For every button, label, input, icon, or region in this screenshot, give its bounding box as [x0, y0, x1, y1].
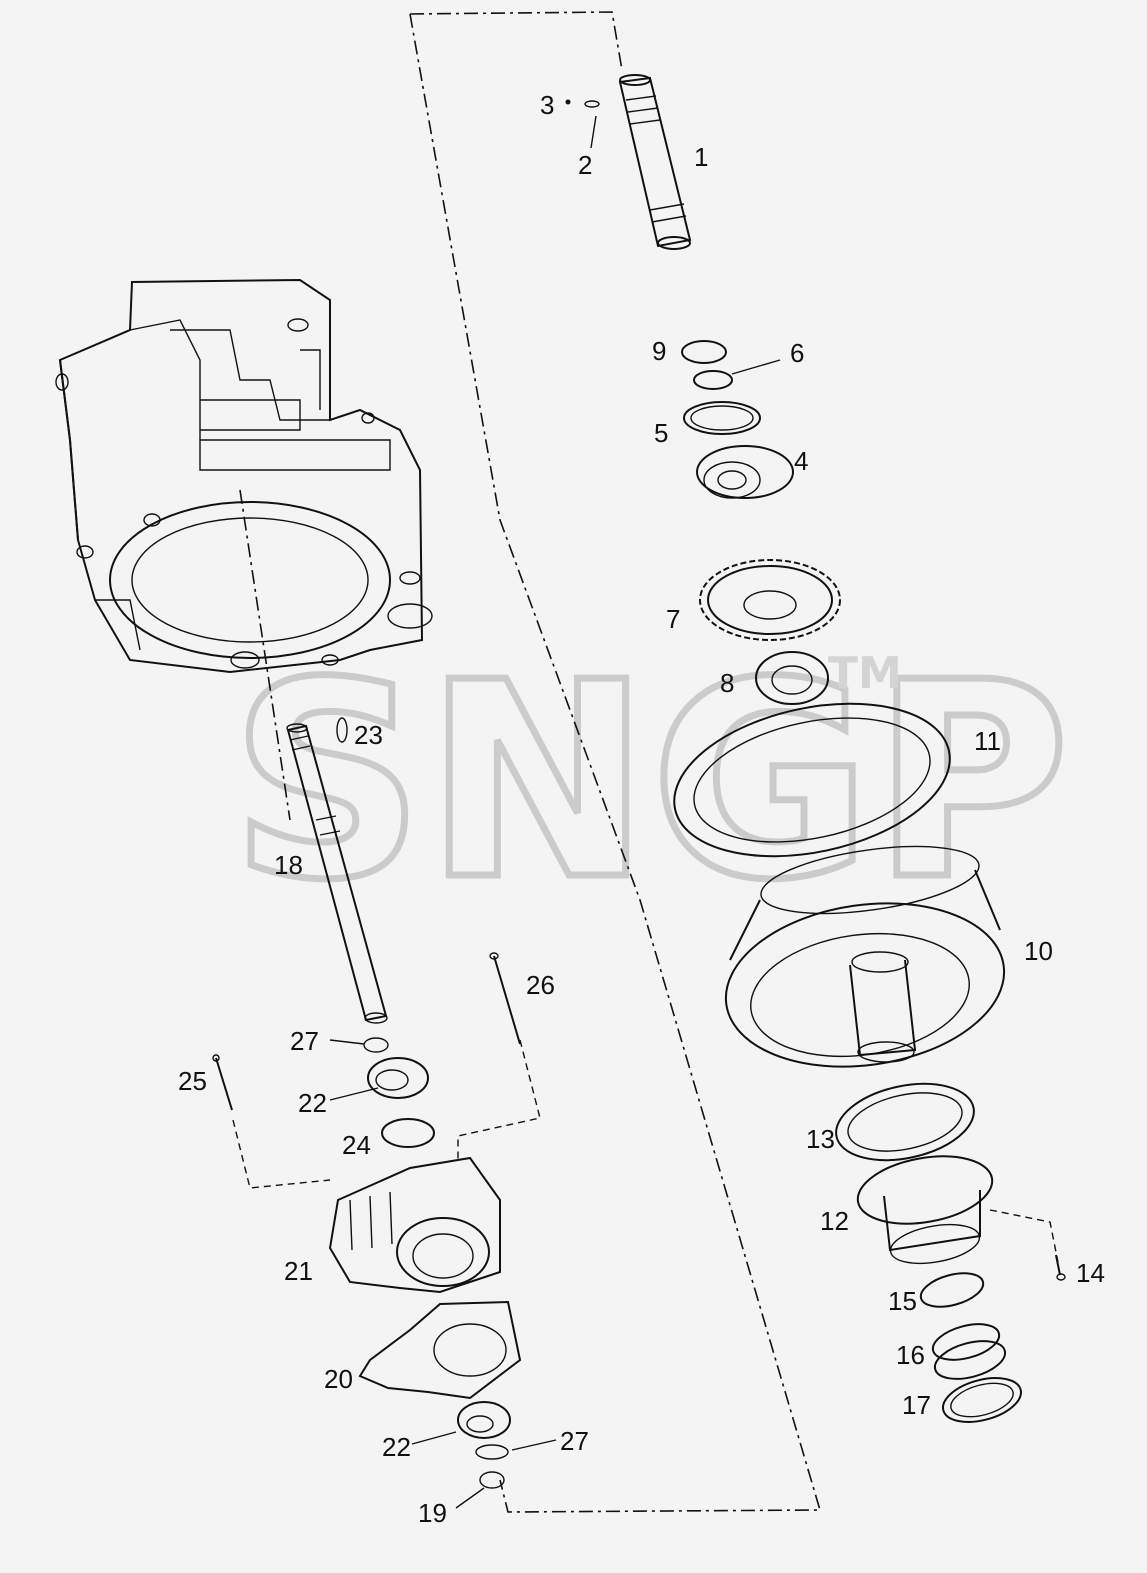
callout-17: 17: [902, 1390, 931, 1420]
part-22-27-19-lower: [457, 1401, 511, 1489]
part-13-gasket: [835, 1082, 975, 1162]
part-25-bolt: [212, 1054, 233, 1111]
callout-9: 9: [652, 336, 666, 366]
part-14-bolt: [1055, 1254, 1066, 1281]
part-1-shaft: [618, 74, 692, 250]
assembly-frame: [232, 11, 1059, 1513]
callout-labels: 1 2 3 4 5 6 7 8 9 10 11 12 13 14 15 16 1…: [178, 90, 1105, 1528]
part-4-bearing: [696, 445, 794, 499]
callout-3: 3: [540, 90, 554, 120]
part-7-gear: [699, 559, 841, 641]
part-20-gasket: [358, 1300, 522, 1400]
callout-13: 13: [806, 1124, 835, 1154]
callout-26: 26: [526, 970, 555, 1000]
part-10-hub: [724, 845, 1006, 1068]
transmission-housing: [55, 278, 433, 674]
part-21-housing: [328, 1156, 501, 1294]
callout-23: 23: [354, 720, 383, 750]
callout-7: 7: [666, 604, 680, 634]
leader-lines: [329, 115, 781, 1509]
callout-18: 18: [274, 850, 303, 880]
callout-22-upper: 22: [298, 1088, 327, 1118]
callout-22-lower: 22: [382, 1432, 411, 1462]
part-23-pin: [336, 717, 348, 743]
part-2-3-pin: [565, 99, 600, 108]
watermark-tm: TM: [828, 648, 902, 699]
part-9-6-5-rings: [681, 340, 761, 435]
callout-16: 16: [896, 1340, 925, 1370]
callout-12: 12: [820, 1206, 849, 1236]
watermark: SNGP TM: [227, 621, 1074, 943]
callout-25: 25: [178, 1066, 207, 1096]
callout-1: 1: [694, 142, 708, 172]
callout-15: 15: [888, 1286, 917, 1316]
callout-8: 8: [720, 668, 734, 698]
callout-14: 14: [1076, 1258, 1105, 1288]
callout-10: 10: [1024, 936, 1053, 966]
callout-20: 20: [324, 1364, 353, 1394]
part-15-16-17-rings: [919, 1272, 1022, 1423]
callout-27-upper: 27: [290, 1026, 319, 1056]
part-11-gasket: [673, 702, 951, 858]
part-18-shaft: [286, 723, 388, 1024]
part-8-bearing: [755, 651, 829, 705]
part-12-flange: [856, 1155, 994, 1265]
callout-4: 4: [794, 446, 808, 476]
callout-2: 2: [578, 150, 592, 180]
watermark-text: SNGP: [230, 624, 1070, 939]
part-26-bolt: [489, 952, 521, 1045]
callout-5: 5: [654, 418, 668, 448]
callout-24: 24: [342, 1130, 371, 1160]
part-27-22-24-upper: [363, 1037, 435, 1148]
callout-19: 19: [418, 1498, 447, 1528]
callout-11: 11: [974, 726, 1001, 756]
callout-6: 6: [790, 338, 804, 368]
callout-21: 21: [284, 1256, 313, 1286]
callout-27-lower: 27: [560, 1426, 589, 1456]
